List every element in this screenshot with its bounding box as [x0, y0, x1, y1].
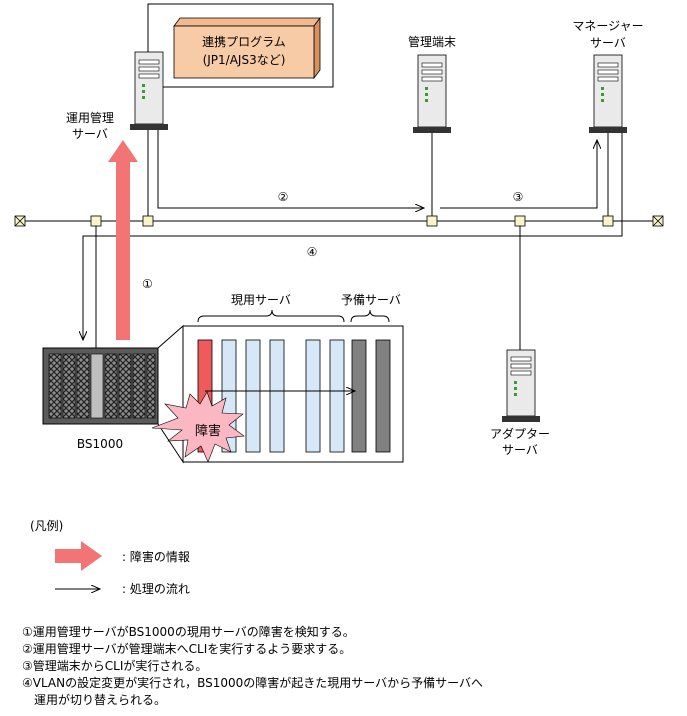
ops-server-icon	[130, 51, 168, 130]
zoom-connector	[157, 324, 184, 464]
note-2: ②運用管理サーバが管理端末へCLIを実行するよう要求する。	[22, 641, 351, 656]
flow-arrow-2	[157, 130, 424, 208]
active-group-brace	[197, 309, 345, 323]
note-4-cont: 運用が切り替えられる。	[22, 692, 166, 707]
terminator-right-icon	[652, 215, 664, 227]
step-2-label: ②	[278, 190, 289, 204]
manager-server-icon	[589, 54, 627, 133]
failure-info-arrow	[108, 140, 138, 340]
note-3: ③管理端末からCLIが実行される。	[22, 658, 207, 673]
hub-admin-terminal	[426, 215, 438, 227]
linked-program-frame	[147, 3, 334, 88]
admin-terminal-icon	[413, 54, 451, 133]
flow-arrow-4	[83, 133, 623, 340]
standby-group-brace	[350, 309, 390, 323]
adapter-server-label-1: アダプター	[490, 426, 550, 441]
step-3-label: ③	[513, 190, 524, 204]
admin-terminal-label: 管理端末	[408, 34, 456, 49]
hub-ops-server	[142, 215, 154, 227]
legend-title: (凡例)	[30, 519, 63, 533]
bs1000-label: BS1000	[77, 437, 123, 451]
flow-arrow-3	[440, 140, 597, 209]
terminator-left-icon	[14, 215, 26, 227]
manager-server-label-2: サーバ	[590, 36, 626, 50]
step-4-label: ④	[307, 245, 318, 259]
linked-program-line1: 連携プログラム	[202, 34, 286, 49]
standby-blade	[351, 339, 367, 453]
ops-server-label-1: 運用管理	[66, 110, 114, 125]
active-blade	[245, 339, 261, 453]
active-group-label: 現用サーバ	[231, 293, 291, 307]
failure-label: 障害	[195, 423, 221, 439]
note-1: ①運用管理サーバがBS1000の現用サーバの障害を検知する。	[22, 624, 355, 639]
note-4: ④VLANの設定変更が実行され，BS1000の障害が起きた現用サーバから予備サー…	[22, 675, 483, 690]
legend-failure-text: : 障害の情報	[122, 549, 190, 564]
active-blade	[269, 339, 285, 453]
standby-group-label: 予備サーバ	[341, 292, 401, 307]
legend-flow-text: : 処理の流れ	[122, 582, 190, 596]
hub-bs1000	[90, 215, 102, 227]
adapter-server-label-2: サーバ	[502, 443, 538, 457]
ops-server-label-2: サーバ	[72, 127, 108, 141]
bs1000-chassis-icon	[42, 347, 159, 425]
standby-blade	[375, 339, 391, 453]
hub-adapter-server	[514, 215, 526, 227]
hub-manager-server	[602, 215, 614, 227]
adapter-server-icon	[502, 349, 540, 422]
linked-program-box: 連携プログラム (JP1/AJS3など)	[173, 16, 321, 80]
active-blade	[329, 339, 345, 453]
linked-program-line2: (JP1/AJS3など)	[203, 53, 286, 67]
step-1-label: ①	[142, 277, 153, 291]
failure-burst-icon	[151, 391, 245, 463]
legend-failure-arrow-icon	[55, 541, 102, 571]
manager-server-label-1: マネージャー	[572, 19, 643, 33]
active-blade	[305, 339, 321, 453]
